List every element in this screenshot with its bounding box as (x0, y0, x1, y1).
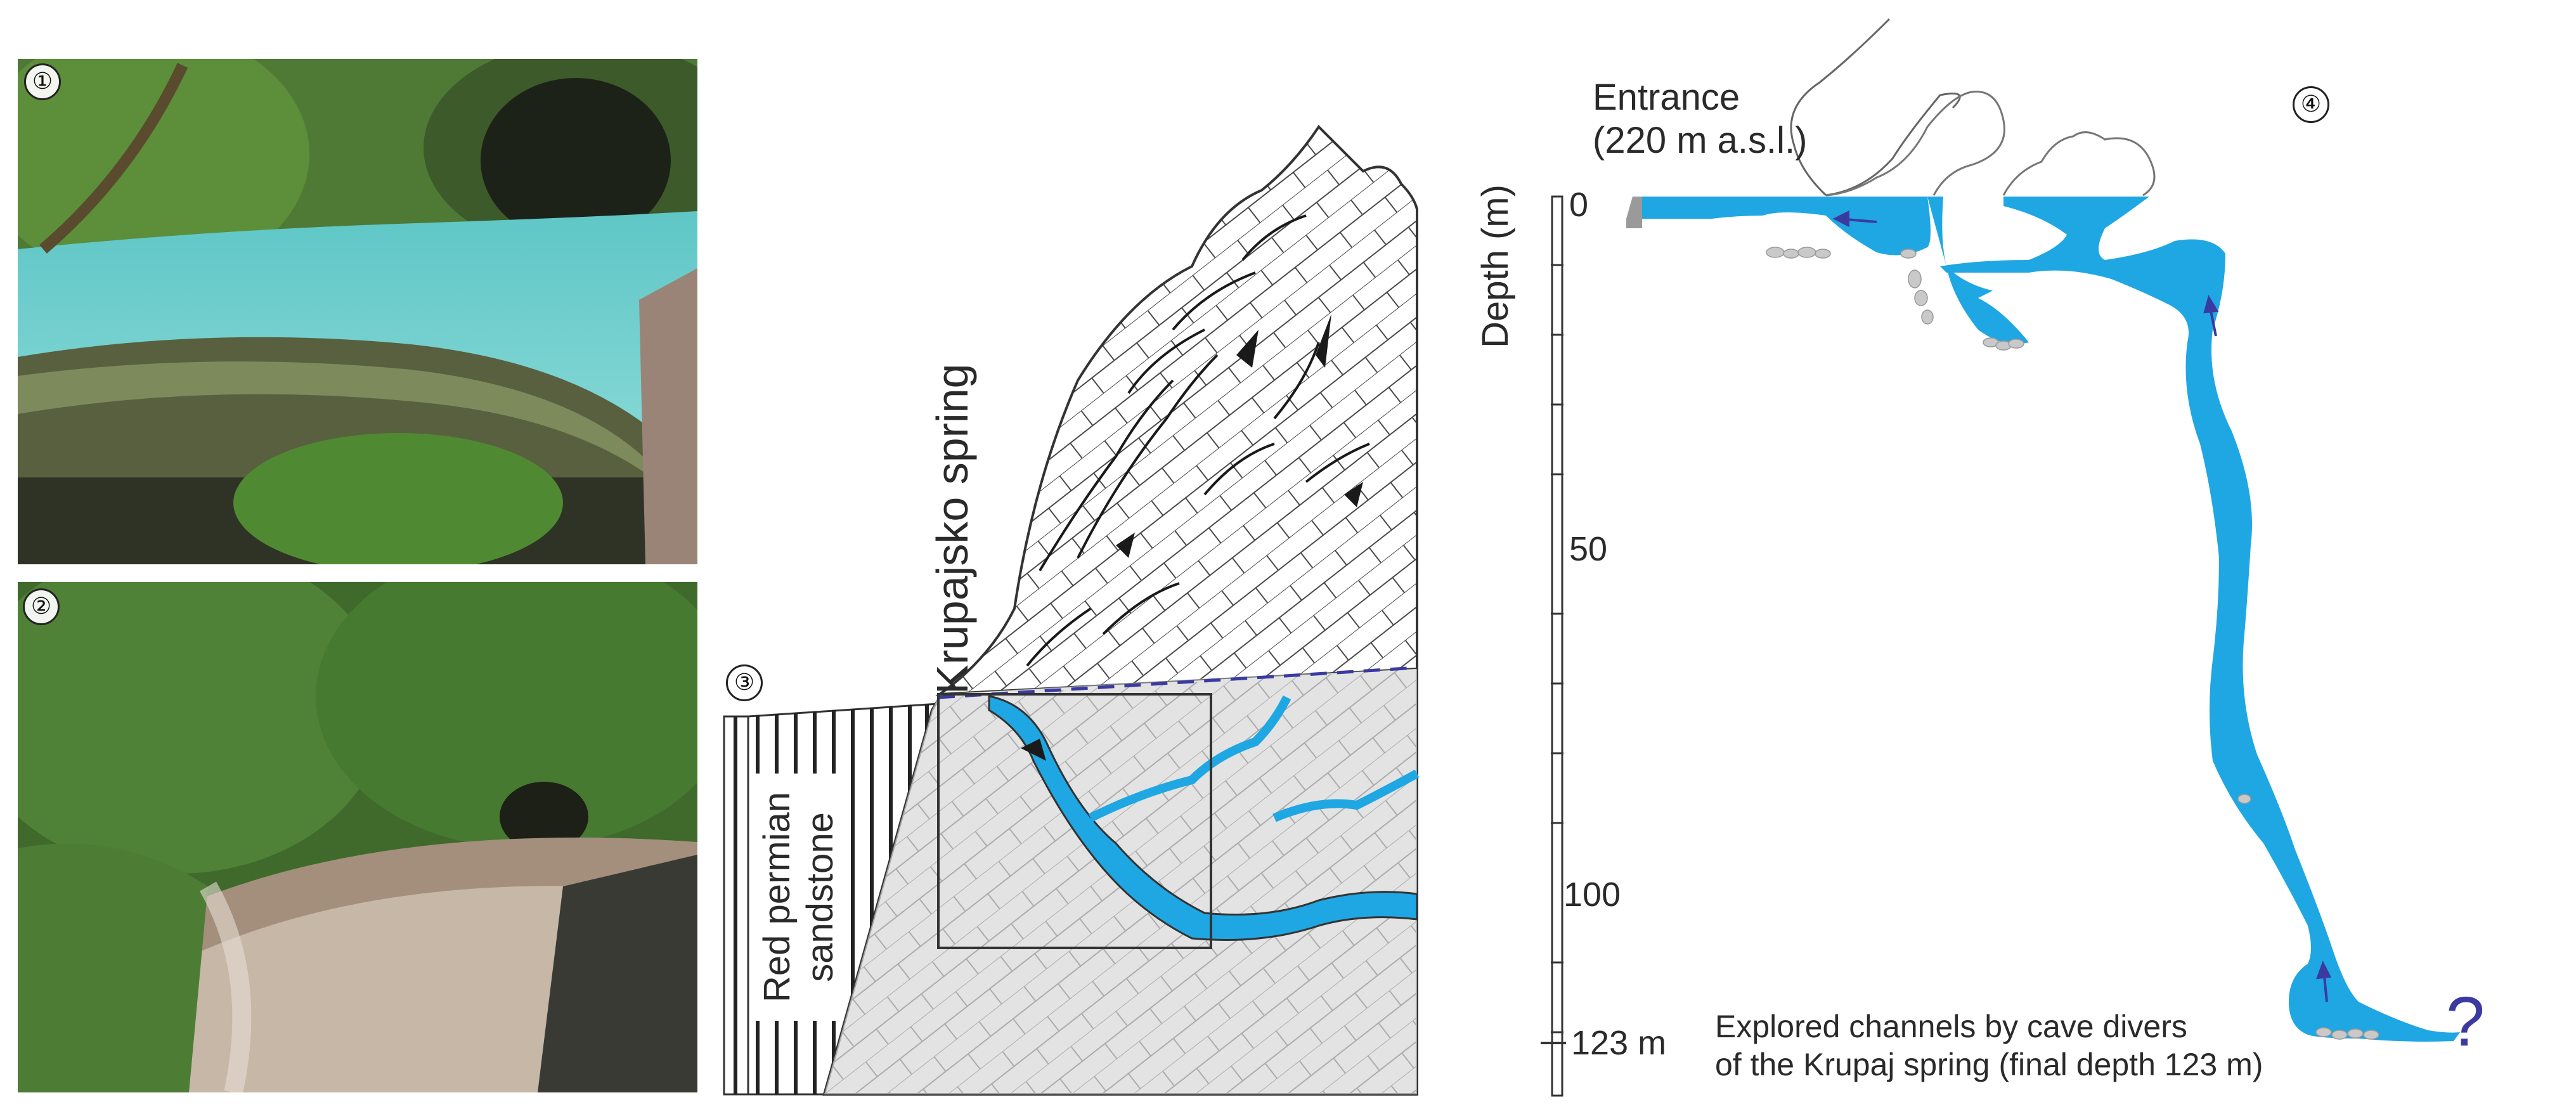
water-table-line (938, 666, 1418, 699)
depth-tick-123: 123 m (1571, 1024, 1667, 1062)
photo-spring-pool (18, 59, 697, 564)
flooded-channel (1633, 197, 1931, 256)
inset-box (937, 693, 1212, 949)
cross-section (723, 124, 1420, 1096)
depth-axis-title: Depth (m) (1475, 185, 1516, 348)
panel-number-2: ② (23, 588, 60, 625)
depth-tick-0: 0 (1569, 186, 1589, 224)
spring-label: Krupajsko spring (928, 363, 977, 694)
sandstone-label: Red permian sandstone (756, 774, 842, 1021)
depth-scale-bar (1551, 195, 1563, 1097)
depth-tick-50: 50 (1569, 530, 1608, 568)
limestone-upper (935, 124, 1418, 696)
spring-conduit (988, 695, 1420, 941)
sandstone-label-line2: sandstone (799, 812, 841, 982)
entrance-label-line1: Entrance (1593, 77, 1740, 118)
cave-profile (1541, 18, 2460, 1097)
unknown-continuation-mark: ? (2446, 983, 2485, 1061)
sandstone-label-line1: Red permian (756, 791, 798, 1003)
depth-tick-100: 100 (1563, 876, 1621, 914)
caption-line1: Explored channels by cave divers (1715, 1009, 2187, 1044)
panel-number-1: ① (24, 63, 61, 100)
entrance-outline (1790, 18, 1961, 197)
photo-flooded-waterfall (18, 582, 697, 1092)
entrance-label-line2: (220 m a.s.l.) (1593, 120, 1808, 161)
panel-number-4: ④ (2293, 86, 2329, 123)
flow-arrows (1832, 210, 2332, 1002)
panel-number-3: ③ (726, 664, 763, 701)
caption-line2: of the Krupaj spring (final depth 123 m) (1715, 1047, 2263, 1082)
